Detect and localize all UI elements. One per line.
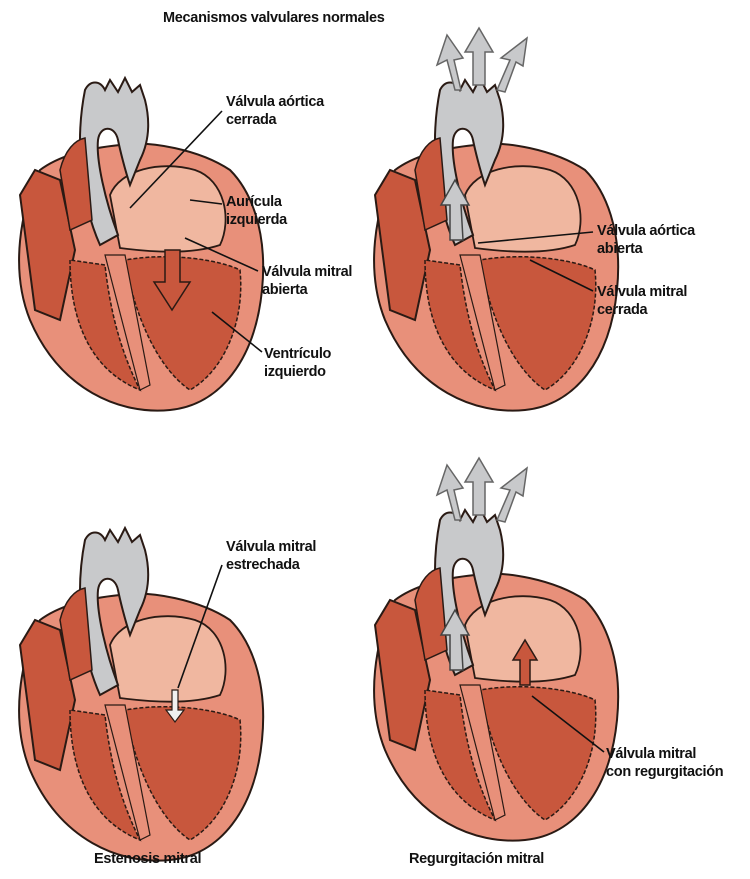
label-left-atrium: Aurícula izquierda <box>226 194 287 228</box>
label-aortic-valve-closed: Válvula aórtica cerrada <box>226 94 324 128</box>
heart-diagram-normal-systole <box>373 26 620 412</box>
narrow-flow-arrow <box>164 689 186 723</box>
heart-diagram-stenosis <box>18 527 265 862</box>
label-mitral-valve-regurgitant: Válvula mitral con regurgitación <box>606 746 724 780</box>
label-mitral-valve-narrowed: Válvula mitral estrechada <box>226 539 317 573</box>
label-aortic-valve-open: Válvula aórtica abierta <box>597 223 695 257</box>
caption-mitral-regurgitation: Regurgitación mitral <box>409 851 544 867</box>
outflow-arrow-mid <box>463 456 495 516</box>
outflow-arrow-right <box>495 36 529 93</box>
blood-flow-arrow <box>152 249 192 312</box>
label-left-ventricle: Ventrículo izquierdo <box>264 346 332 380</box>
label-mitral-valve-open: Válvula mitral abierta <box>262 264 353 298</box>
outflow-arrow-left <box>435 463 465 521</box>
aortic-flow-arrow <box>439 178 471 241</box>
heart-diagram-regurgitation <box>373 456 620 842</box>
label-mitral-valve-closed: Válvula mitral cerrada <box>597 284 688 318</box>
heart-diagram-normal-diastole <box>18 77 265 412</box>
regurgitant-flow-arrow <box>511 638 539 686</box>
diagram-title: Mecanismos valvulares normales <box>163 10 385 26</box>
caption-mitral-stenosis: Estenosis mitral <box>94 851 202 867</box>
outflow-arrow-left <box>435 33 465 91</box>
outflow-arrow-mid <box>463 26 495 86</box>
outflow-arrow-right <box>495 466 529 523</box>
aortic-flow-arrow <box>439 608 471 671</box>
